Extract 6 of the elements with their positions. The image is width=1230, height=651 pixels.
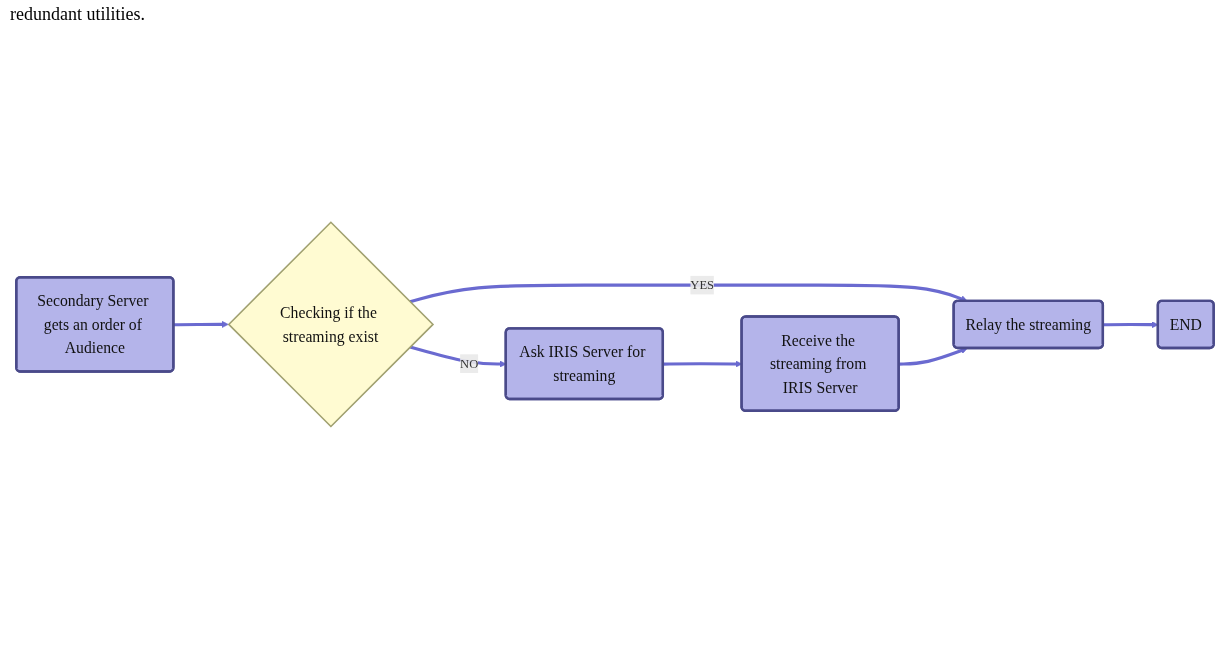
note-text: redundant utilities. xyxy=(10,4,146,25)
arrow xyxy=(409,283,968,303)
edge-label: YES xyxy=(690,277,715,291)
arrow xyxy=(173,320,229,328)
node-diamond: Checking if the streaming exist xyxy=(227,220,435,428)
edge-label: NO xyxy=(460,356,479,370)
